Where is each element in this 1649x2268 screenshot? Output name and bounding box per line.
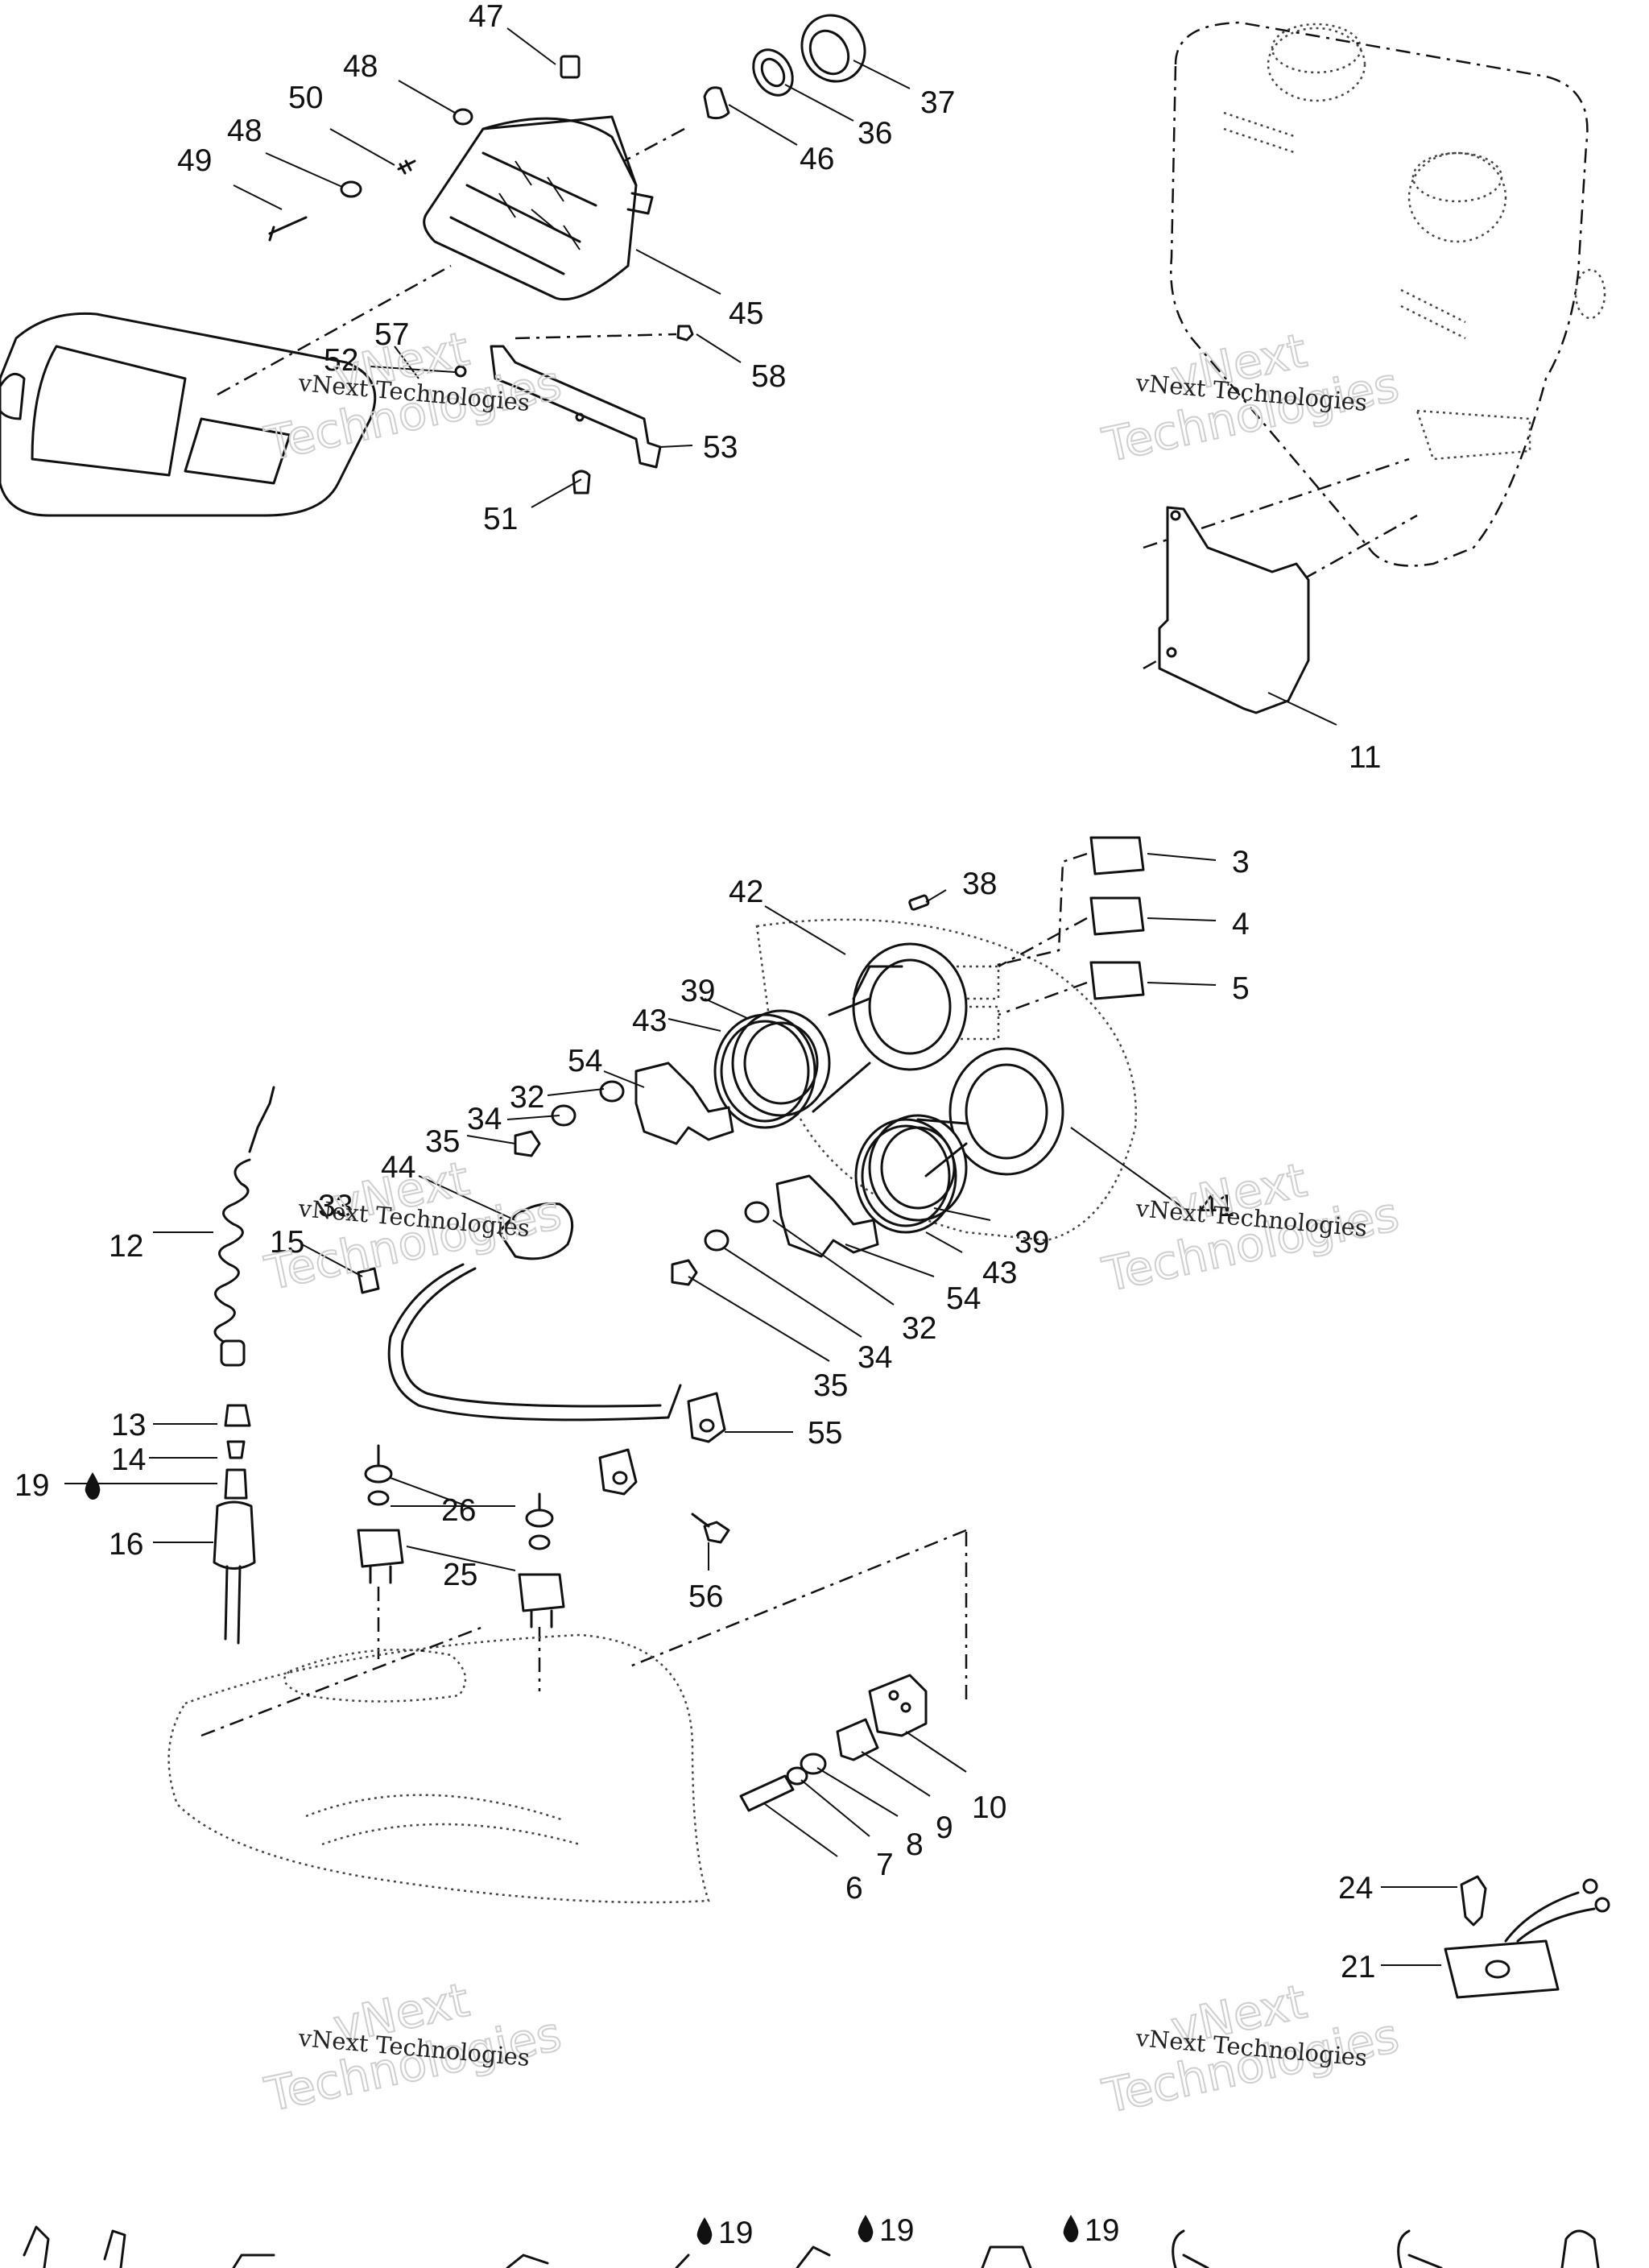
callout-47: 47 [469,0,503,34]
callout-32: 32 [902,1311,936,1346]
callout-19: 19 [879,2213,914,2248]
callout-34: 34 [467,1102,502,1136]
retainer-ring [752,48,794,97]
callout-55: 55 [808,1416,842,1451]
clip [560,55,581,79]
toggle-switches [357,1444,565,1691]
callout-5: 5 [1232,971,1250,1006]
callout-54: 54 [568,1044,602,1078]
callout-52: 52 [324,343,358,378]
callout-3: 3 [1232,845,1250,879]
speedometer [868,1047,1064,1222]
kill-switch [213,1440,256,1645]
gauge-brackets [514,894,930,1286]
hood-panel [0,264,452,517]
callout-41: 41 [1200,1189,1234,1223]
callout-24: 24 [1338,1871,1373,1906]
callout-34: 34 [858,1340,892,1375]
callout-16: 16 [109,1527,143,1562]
console-lower [167,1625,710,1904]
rocker-switches [990,836,1145,1016]
callout-35: 35 [425,1124,460,1159]
callout-38: 38 [962,867,997,901]
callout-48: 48 [343,49,378,84]
callout-10: 10 [972,1790,1006,1825]
callout-43: 43 [632,1004,667,1038]
leader-lines [64,27,1457,1966]
callout-44: 44 [381,1150,415,1185]
bottom-partial-parts [23,2225,1600,2268]
callout-58: 58 [751,359,786,394]
drop-icon [85,1472,101,1500]
callout-51: 51 [483,502,518,536]
callout-9: 9 [936,1811,953,1845]
callout-19: 19 [14,1468,49,1503]
callout-57: 57 [374,317,409,352]
console-outline [755,918,1137,1242]
rubber-cap [800,14,866,83]
cable-clamps [598,1392,730,1544]
callout-39: 39 [680,974,715,1008]
callout-25: 25 [443,1558,477,1592]
drop-icon [696,2217,713,2245]
callout-12: 12 [109,1229,143,1264]
callout-35: 35 [813,1368,848,1403]
ignition-switch [627,1529,968,1812]
callout-53: 53 [703,430,738,465]
headlight [423,115,654,301]
drop-icon [1063,2215,1079,2242]
callout-50: 50 [288,81,323,115]
bracket [454,325,694,495]
callout-36: 36 [858,116,892,151]
callout-8: 8 [906,1827,924,1862]
speedo-cable [357,1202,682,1422]
bulb [623,86,730,163]
callout-37: 37 [920,85,955,120]
tether-cord [213,1086,275,1427]
mounting-bracket [1158,506,1310,714]
callout-4: 4 [1232,907,1250,942]
callout-19: 19 [718,2216,753,2250]
callout-33: 33 [318,1189,353,1223]
drop-icon [858,2215,874,2242]
callout-48: 48 [227,114,262,148]
callout-14: 14 [111,1442,146,1477]
callout-labels: 47 48 50 48 49 37 36 46 45 57 52 58 53 5… [14,0,1382,2250]
voltage-regulator [1444,1875,1610,1999]
callout-46: 46 [800,142,834,176]
callout-54: 54 [946,1281,981,1316]
callout-56: 56 [688,1579,723,1614]
callout-32: 32 [510,1080,544,1115]
callout-43: 43 [982,1256,1017,1290]
callout-6: 6 [845,1871,863,1906]
callout-13: 13 [111,1408,146,1442]
tachometer [731,942,968,1117]
callout-7: 7 [876,1848,894,1882]
screw-washer-spring [268,108,473,242]
callout-26: 26 [441,1493,476,1528]
callout-15: 15 [270,1225,304,1260]
callout-11: 11 [1349,740,1382,775]
gaskets [713,1013,957,1234]
callout-49: 49 [177,143,212,178]
callout-39: 39 [1015,1225,1049,1260]
callout-42: 42 [729,875,763,909]
callout-19: 19 [1085,2213,1119,2248]
callout-45: 45 [729,296,763,331]
callout-21: 21 [1341,1950,1375,1984]
